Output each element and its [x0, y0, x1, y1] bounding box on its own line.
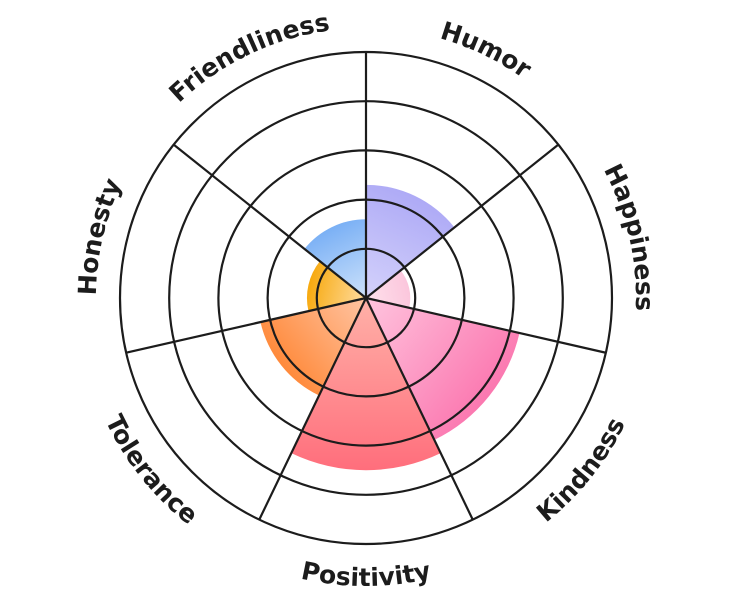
grid-spoke — [365, 297, 474, 521]
grid-spoke — [258, 297, 367, 521]
category-label-happiness: Happiness — [598, 159, 659, 311]
wedge-kindness — [366, 298, 520, 440]
grid-spoke — [365, 143, 560, 299]
wedge-humor — [366, 184, 455, 298]
category-label-honesty: Honesty — [73, 174, 127, 296]
wedge-tolerance — [260, 298, 366, 396]
wedge-honesty — [306, 261, 366, 312]
category-label-humor: Humor — [437, 16, 537, 84]
category-label-kindness: Kindness — [531, 413, 631, 528]
wedge-positivity — [291, 298, 441, 471]
grid-layer — [118, 50, 614, 546]
category-label-friendliness: Friendliness — [163, 8, 331, 108]
category-label-tolerance: Tolerance — [100, 410, 204, 530]
grid-spoke — [365, 296, 607, 354]
grid-spoke — [172, 143, 367, 299]
category-label-positivity: Positivity — [299, 556, 433, 592]
wedge-happiness — [366, 270, 411, 308]
grid-spoke — [125, 296, 367, 354]
wedges-layer — [260, 184, 520, 471]
